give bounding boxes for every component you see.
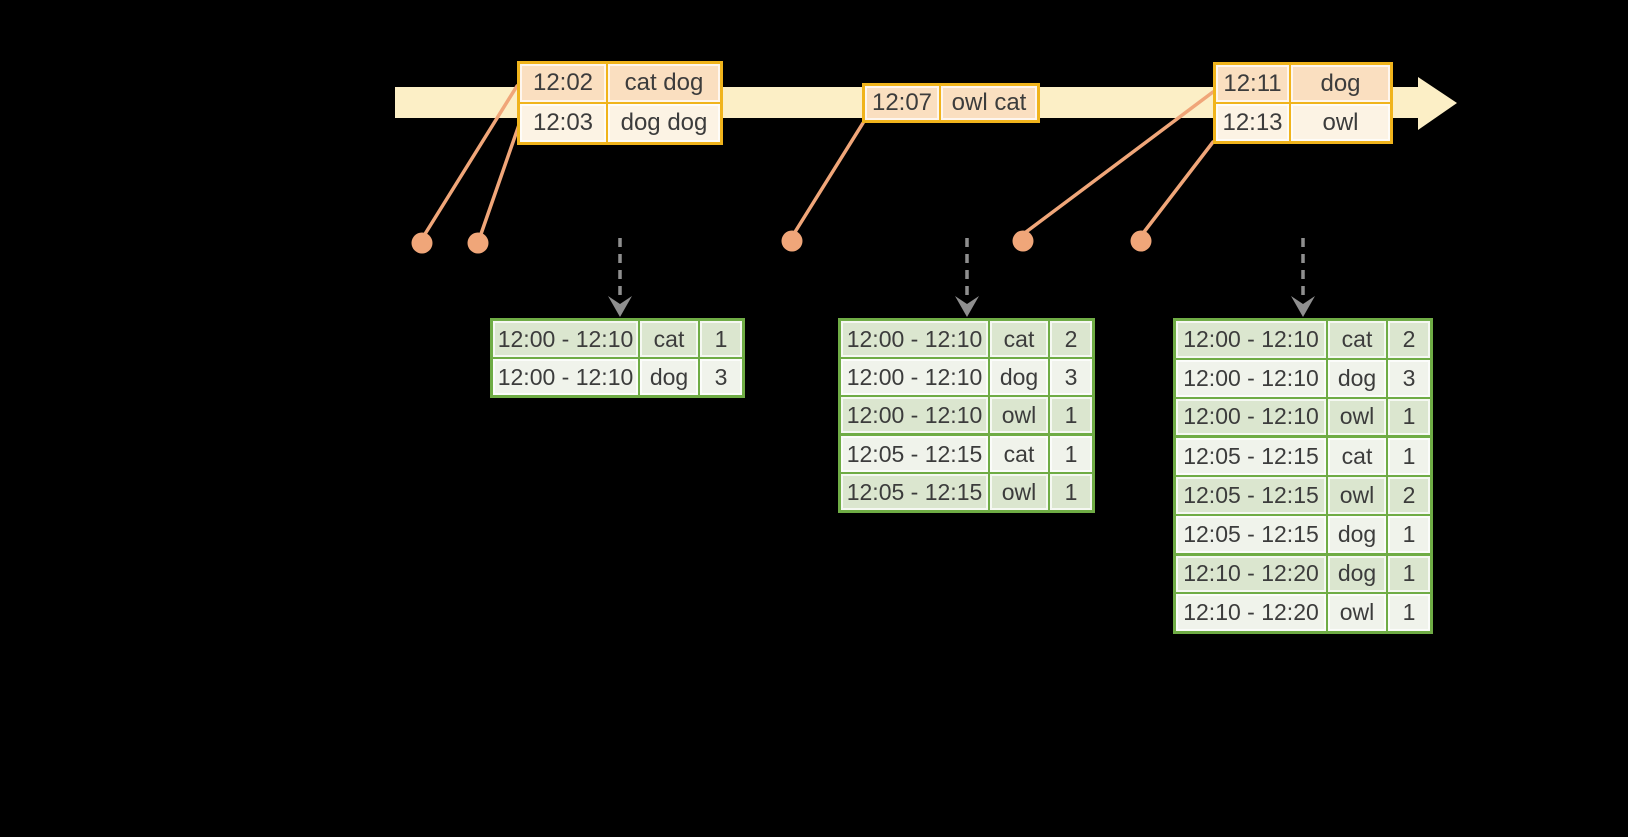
table-cell: 1 bbox=[1048, 436, 1092, 472]
table-cell: dog bbox=[1326, 555, 1386, 593]
table-cell: 12:05 - 12:15 bbox=[1176, 515, 1326, 553]
trigger-arrow-lines bbox=[618, 238, 1305, 299]
table-cell: 12:00 - 12:10 bbox=[841, 359, 988, 395]
table-cell: 12:05 - 12:15 bbox=[1176, 438, 1326, 475]
event-dot bbox=[1012, 230, 1034, 252]
table-cell: dog bbox=[1326, 359, 1386, 397]
table-cell: dog bbox=[1289, 65, 1390, 102]
table-cell: 3 bbox=[1386, 359, 1430, 397]
connector-line bbox=[793, 121, 865, 234]
table-cell: cat bbox=[1326, 438, 1386, 475]
table-cell: dog dog bbox=[606, 104, 720, 142]
table-cell: 12:00 - 12:10 bbox=[841, 397, 988, 433]
connector-line bbox=[423, 84, 519, 236]
event-dot bbox=[467, 232, 489, 254]
table-cell: 12:03 bbox=[520, 104, 606, 142]
table-cell: cat bbox=[988, 436, 1048, 472]
table-cell: owl bbox=[1326, 398, 1386, 436]
arrow-down-icon bbox=[1291, 296, 1315, 317]
table-cell: 2 bbox=[1048, 321, 1092, 357]
table-cell: 1 bbox=[1386, 515, 1430, 553]
table-cell: 1 bbox=[1386, 594, 1430, 631]
table-cell: 12:02 bbox=[520, 64, 606, 102]
table-cell: 12:00 - 12:10 bbox=[493, 321, 638, 357]
event-dot bbox=[781, 230, 803, 252]
table-cell: 12:10 - 12:20 bbox=[1176, 594, 1326, 631]
table-cell: 12:07 bbox=[865, 86, 939, 120]
table-cell: 1 bbox=[698, 321, 742, 357]
event-dot bbox=[411, 232, 433, 254]
table-cell: owl bbox=[1289, 104, 1390, 141]
table-cell: 12:00 - 12:10 bbox=[1176, 359, 1326, 397]
table-cell: cat dog bbox=[606, 64, 720, 102]
table-cell: owl bbox=[1326, 594, 1386, 631]
connector-line bbox=[1024, 90, 1215, 234]
timeline-arrow-icon bbox=[1418, 77, 1457, 130]
connector-line bbox=[1142, 140, 1215, 234]
trigger-arrow-heads bbox=[608, 296, 1315, 317]
table-cell: 12:00 - 12:10 bbox=[1176, 398, 1326, 436]
table-cell: owl bbox=[1326, 477, 1386, 514]
table-cell: dog bbox=[988, 359, 1048, 395]
arrow-down-icon bbox=[955, 296, 979, 317]
event-dot bbox=[1130, 230, 1152, 252]
table-cell: 3 bbox=[698, 359, 742, 395]
table-cell: 1 bbox=[1048, 474, 1092, 510]
table-cell: 12:11 bbox=[1216, 65, 1289, 102]
table-cell: 1 bbox=[1386, 555, 1430, 593]
table-cell: 12:00 - 12:10 bbox=[841, 321, 988, 357]
table-cell: 12:00 - 12:10 bbox=[1176, 321, 1326, 358]
table-cell: dog bbox=[1326, 515, 1386, 553]
table-cell: 12:00 - 12:10 bbox=[493, 359, 638, 395]
table-cell: 2 bbox=[1386, 321, 1430, 358]
table-cell: 12:05 - 12:15 bbox=[841, 436, 988, 472]
table-cell: 3 bbox=[1048, 359, 1092, 395]
table-cell: cat bbox=[1326, 321, 1386, 358]
table-cell: owl cat bbox=[939, 86, 1037, 120]
table-cell: 12:05 - 12:15 bbox=[841, 474, 988, 510]
table-cell: 12:10 - 12:20 bbox=[1176, 555, 1326, 593]
table-cell: dog bbox=[638, 359, 698, 395]
table-cell: cat bbox=[638, 321, 698, 357]
table-cell: 1 bbox=[1386, 398, 1430, 436]
table-cell: 1 bbox=[1386, 438, 1430, 475]
connector-line bbox=[479, 120, 522, 236]
table-cell: 12:13 bbox=[1216, 104, 1289, 141]
table-cell: owl bbox=[988, 397, 1048, 433]
table-cell: 12:05 - 12:15 bbox=[1176, 477, 1326, 514]
table-cell: 1 bbox=[1048, 397, 1092, 433]
table-cell: cat bbox=[988, 321, 1048, 357]
arrow-down-icon bbox=[608, 296, 632, 317]
table-cell: 2 bbox=[1386, 477, 1430, 514]
event-dots bbox=[411, 230, 1152, 254]
event-connector-lines bbox=[423, 84, 1215, 236]
table-cell: owl bbox=[988, 474, 1048, 510]
